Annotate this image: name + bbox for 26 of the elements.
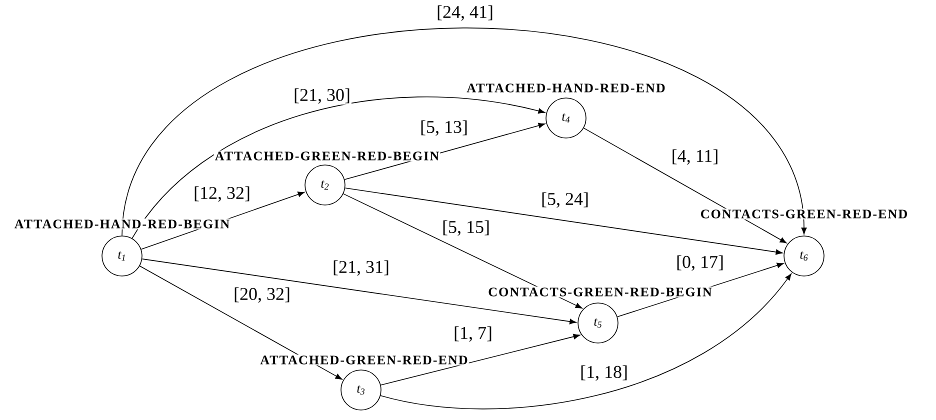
state-label: ATTACHED-HAND-RED-BEGIN [13, 218, 231, 230]
arrow [343, 193, 582, 309]
edge-label: [20, 32] [232, 286, 292, 304]
edge-label: [0, 17] [675, 254, 725, 272]
arrow [344, 188, 783, 255]
edge-label: [5, 15] [441, 219, 491, 237]
edge-label: [1, 7] [452, 325, 494, 343]
arrow [583, 128, 787, 244]
arrow [380, 273, 792, 410]
arrow [132, 96, 546, 239]
state-label: CONTACTS-GREEN-RED-BEGIN [487, 286, 713, 298]
edge-label: [1, 18] [579, 364, 629, 382]
state-label: ATTACHED-HAND-RED-END [466, 82, 666, 94]
arrow [142, 258, 576, 324]
edge-label: [5, 24] [540, 191, 590, 209]
arrow [380, 334, 580, 386]
arrow [139, 266, 342, 380]
edge-label: [12, 32] [192, 185, 252, 203]
edge-label: [5, 13] [419, 119, 469, 137]
state-label: ATTACHED-GREEN-RED-BEGIN [214, 150, 440, 162]
edge-label: [21, 30] [292, 87, 352, 105]
state-label: ATTACHED-GREEN-RED-END [259, 354, 469, 366]
state-label: CONTACTS-GREEN-RED-END [699, 208, 909, 220]
edge-label: [24, 41] [436, 4, 494, 22]
edge-label: [21, 31] [332, 259, 390, 277]
edge-label: [4, 11] [670, 148, 720, 166]
